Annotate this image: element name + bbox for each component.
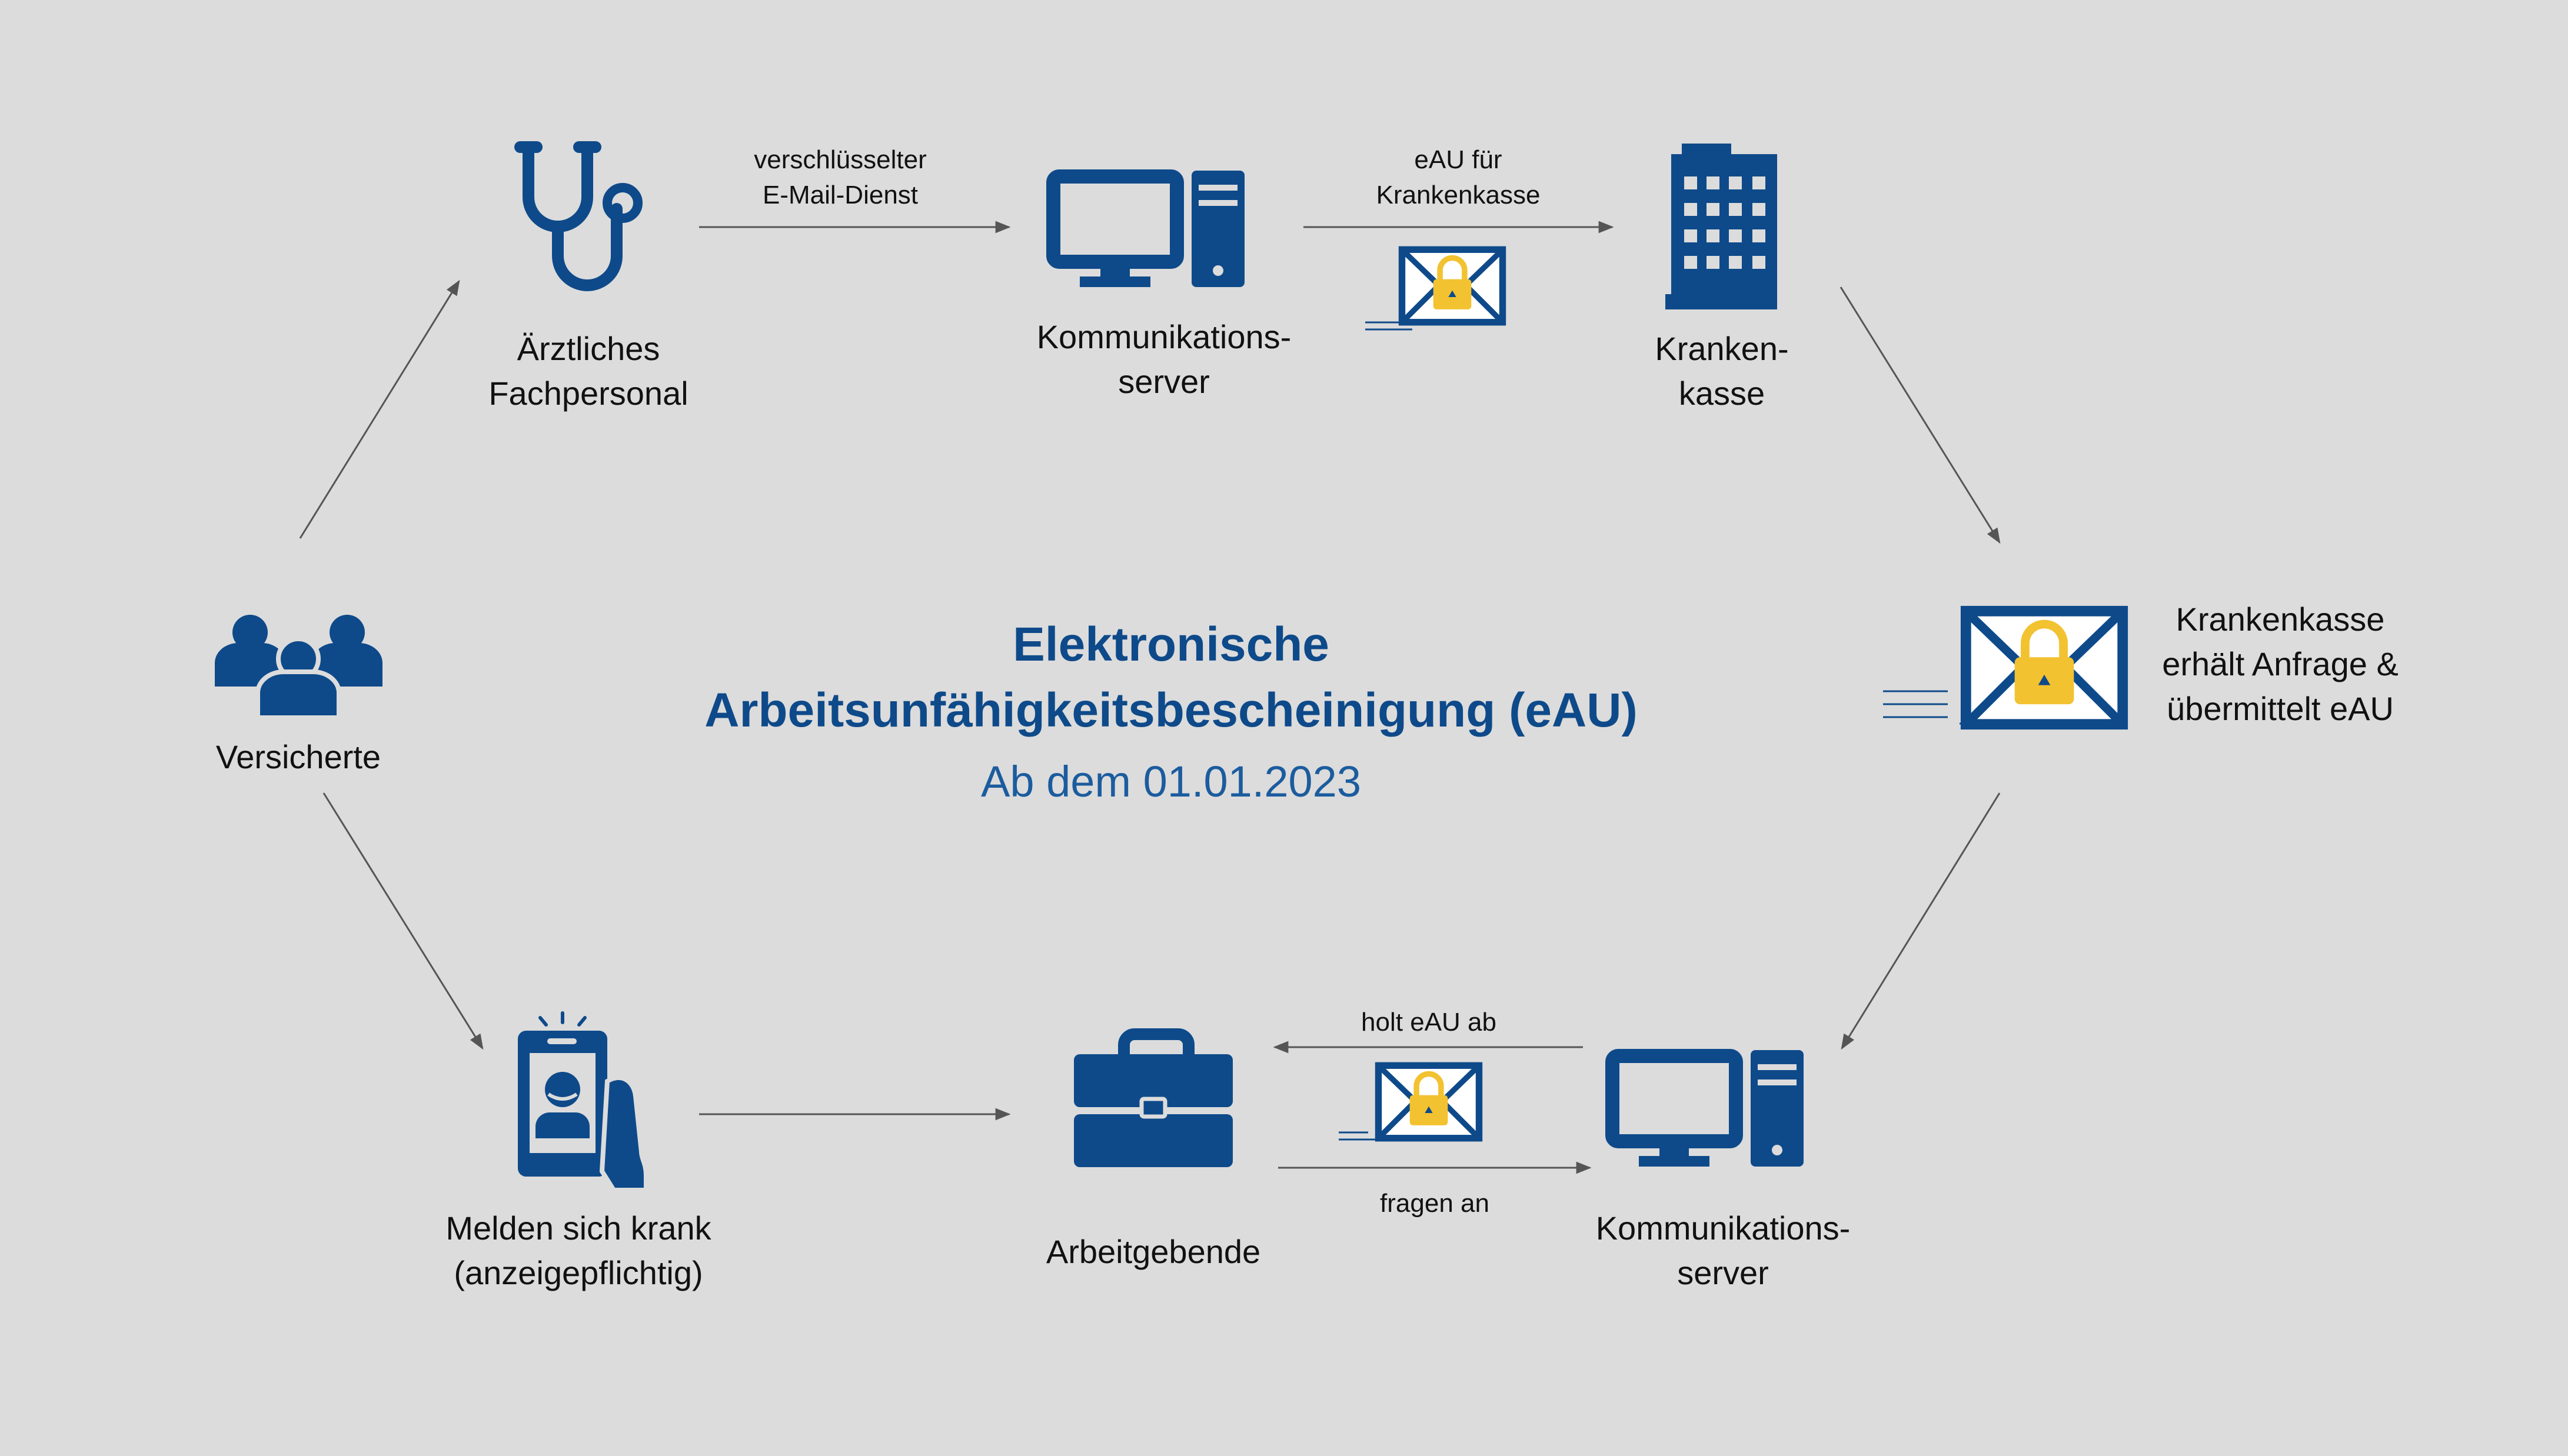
title-line-1: Elektronische bbox=[1013, 618, 1329, 671]
edge-label-eau-kasse: eAU für Krankenkasse bbox=[1376, 145, 1541, 209]
arrow-versicherte-to-arzt bbox=[299, 279, 460, 539]
smartphone-in-hand-icon bbox=[518, 1011, 648, 1192]
flow-arrows bbox=[299, 221, 2001, 1174]
people-group-icon bbox=[215, 615, 382, 720]
label-melden: Melden sich krank (anzeigepflichtig) bbox=[445, 1210, 711, 1291]
label-arbeitgebende: Arbeitgebende bbox=[1046, 1233, 1261, 1270]
locked-envelope-icon bbox=[1339, 1065, 1479, 1140]
label-arzt: Ärztliches Fachpersonal bbox=[488, 330, 688, 412]
label-server-top: Kommunikations- server bbox=[1036, 318, 1292, 400]
computer-icon bbox=[1612, 1050, 1804, 1167]
label-kasse: Kranken- kasse bbox=[1655, 330, 1789, 412]
edge-label-fragen-an: fragen an bbox=[1380, 1189, 1489, 1218]
label-versicherte: Versicherte bbox=[215, 738, 381, 775]
title-line-2: Arbeitsunfähigkeitsbescheinigung (eAU) bbox=[704, 684, 1638, 737]
diagram-title: Elektronische Arbeitsunfähigkeitsbeschei… bbox=[704, 612, 1638, 814]
arrow-mail-to-server bbox=[1841, 792, 2001, 1050]
label-server-bottom: Kommunikations- server bbox=[1595, 1210, 1851, 1291]
locked-envelope-icon bbox=[1365, 249, 1503, 331]
edge-label-holt-eau: holt eAU ab bbox=[1361, 1008, 1496, 1037]
stethoscope-icon bbox=[514, 141, 643, 291]
arrow-versicherte-to-melden bbox=[322, 792, 484, 1050]
arrow-kasse-to-mail bbox=[1839, 286, 2001, 544]
locked-envelope-icon bbox=[1883, 611, 2123, 724]
office-building-icon bbox=[1665, 144, 1777, 309]
computer-icon bbox=[1053, 171, 1245, 287]
edge-label-email-dienst: verschlüsselter E-Mail-Dienst bbox=[754, 145, 927, 209]
label-kasse-mail: Krankenkasse erhält Anfrage & übermittel… bbox=[2162, 601, 2399, 727]
briefcase-icon bbox=[1074, 1028, 1233, 1167]
subtitle: Ab dem 01.01.2023 bbox=[981, 757, 1361, 806]
